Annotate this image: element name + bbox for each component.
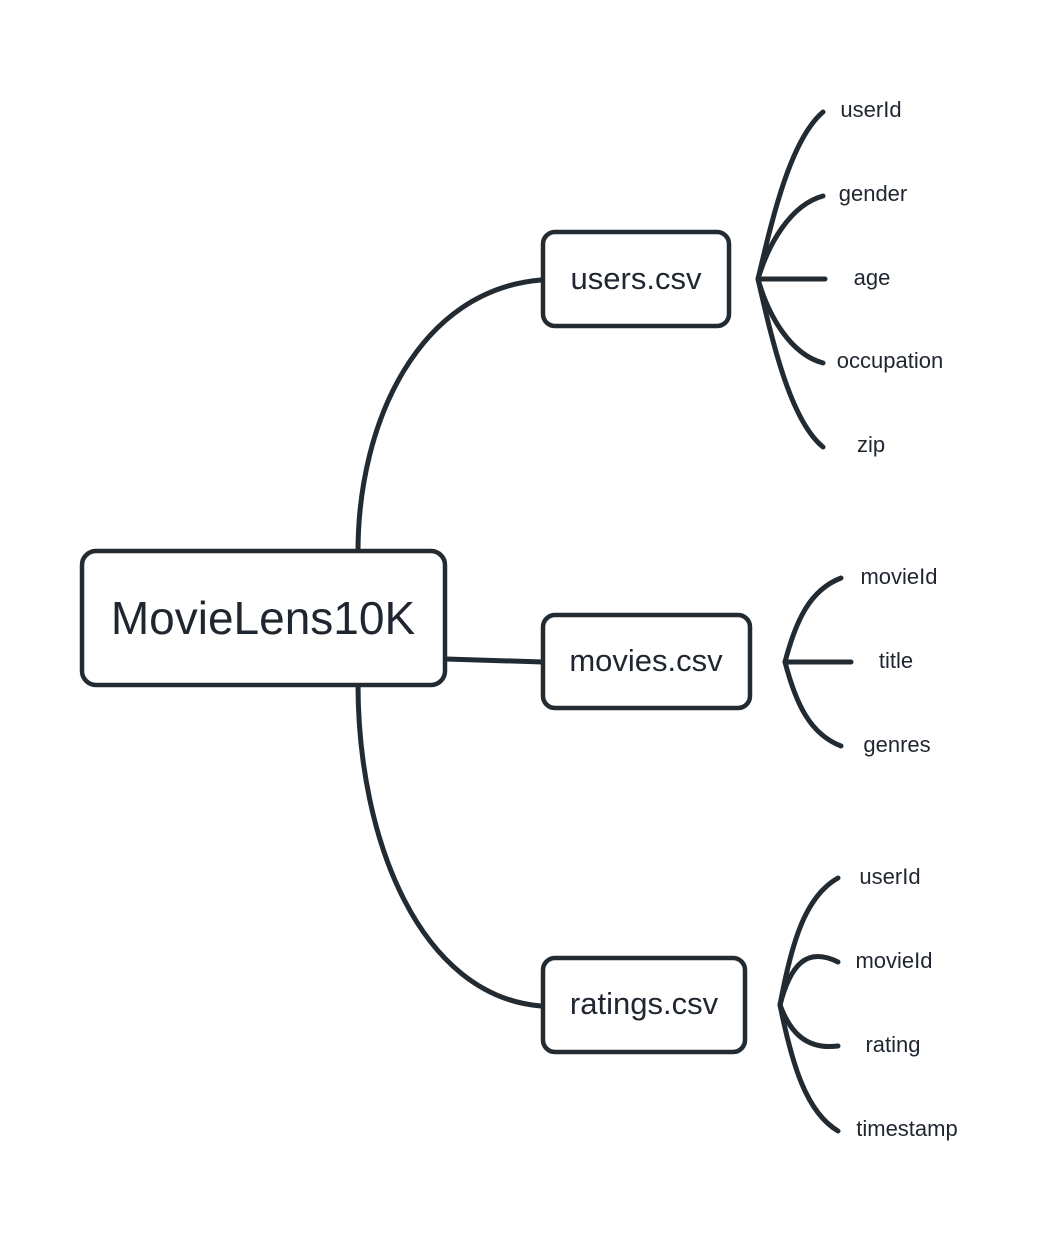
branch-node-ratings-box[interactable] bbox=[540, 955, 748, 1055]
leaf-label-users-age[interactable]: age bbox=[854, 265, 891, 290]
leaf-label-ratings-rating[interactable]: rating bbox=[865, 1032, 920, 1057]
root-node-label: MovieLens10K bbox=[111, 592, 416, 644]
ratings-leaf-edges bbox=[777, 875, 841, 1134]
movies-leaf-labels: movieId title genres bbox=[860, 564, 937, 757]
edge-root-to-users bbox=[355, 277, 544, 555]
branch-node-movies-box[interactable] bbox=[540, 612, 753, 711]
edge-ratings-to-userid bbox=[777, 875, 841, 1008]
root-branch-edges bbox=[355, 277, 546, 1009]
branch-node-movies[interactable]: movies.csv bbox=[540, 612, 753, 711]
edge-users-to-zip bbox=[755, 276, 826, 450]
edge-movies-to-genres bbox=[782, 659, 844, 749]
leaf-label-ratings-movieid[interactable]: movieId bbox=[855, 948, 932, 973]
edge-root-to-movies bbox=[443, 656, 546, 665]
leaf-label-movies-movieid[interactable]: movieId bbox=[860, 564, 937, 589]
users-leaf-labels: userId gender age occupation zip bbox=[837, 97, 943, 457]
branch-node-movies-label: movies.csv bbox=[569, 643, 723, 678]
edge-ratings-to-movieid bbox=[777, 954, 841, 1008]
movies-leaf-edges bbox=[782, 575, 854, 749]
leaf-label-movies-title[interactable]: title bbox=[879, 648, 913, 673]
leaf-label-users-zip[interactable]: zip bbox=[857, 432, 885, 457]
leaf-label-users-gender[interactable]: gender bbox=[839, 181, 908, 206]
branch-node-users[interactable]: users.csv bbox=[540, 229, 732, 329]
users-leaf-edges bbox=[755, 109, 828, 450]
edge-users-to-gender bbox=[755, 193, 826, 282]
leaf-label-ratings-timestamp[interactable]: timestamp bbox=[856, 1116, 957, 1141]
ratings-leaf-labels: userId movieId rating timestamp bbox=[855, 864, 957, 1141]
edge-root-to-ratings bbox=[355, 681, 544, 1009]
leaf-label-users-occupation[interactable]: occupation bbox=[837, 348, 943, 373]
edge-ratings-to-timestamp bbox=[777, 1002, 841, 1134]
branch-node-users-label: users.csv bbox=[571, 261, 702, 296]
branch-node-users-box[interactable] bbox=[540, 229, 732, 329]
root-node[interactable]: MovieLens10K bbox=[79, 548, 448, 688]
leaf-label-movies-genres[interactable]: genres bbox=[863, 732, 930, 757]
edge-movies-to-movieid bbox=[782, 575, 844, 665]
root-node-box[interactable] bbox=[79, 548, 448, 688]
branch-node-ratings[interactable]: ratings.csv bbox=[540, 955, 748, 1055]
leaf-label-ratings-userid[interactable]: userId bbox=[859, 864, 920, 889]
leaf-label-users-userid[interactable]: userId bbox=[840, 97, 901, 122]
branch-node-ratings-label: ratings.csv bbox=[570, 986, 719, 1021]
